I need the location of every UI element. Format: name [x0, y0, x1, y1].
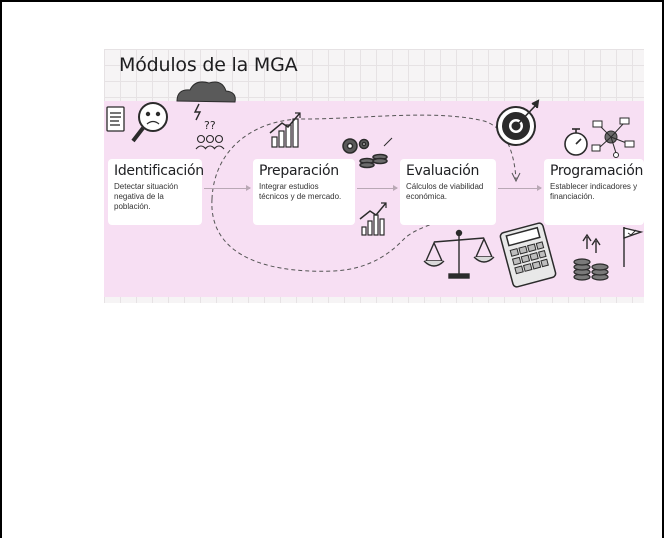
flow-arrow: [357, 185, 398, 191]
calculator-icon: [499, 222, 557, 288]
module-description: Integrar estudios técnicos y de mercado.: [259, 182, 342, 201]
target-icon: [496, 99, 540, 146]
flow-arrow: [204, 185, 251, 191]
gears-coins-icon: [342, 137, 393, 169]
module-card-programacion: Programación Establecer indicadores y fi…: [544, 159, 644, 225]
module-title: Identificación: [114, 163, 204, 179]
module-title: Preparación: [259, 163, 339, 179]
module-card-identificacion: Identificación Detectar situación negati…: [108, 159, 204, 225]
module-card-preparacion: Preparación Integrar estudios técnicos y…: [253, 159, 355, 225]
mga-modules-diagram: Módulos de la MGA: [104, 49, 644, 303]
storm-cloud-icon: [176, 81, 236, 121]
module-title: Programación: [550, 163, 644, 179]
svg-text:??: ??: [204, 119, 216, 132]
module-card-evaluacion: Evaluación Cálculos de viabilidad económ…: [400, 159, 496, 225]
confused-people-icon: ??: [195, 119, 225, 150]
module-description: Establecer indicadores y financiación.: [550, 182, 638, 201]
magnifier-sad-face-icon: [131, 102, 168, 143]
rising-bar-chart-icon: [269, 112, 301, 148]
module-title: Evaluación: [406, 163, 480, 179]
stopwatch-icon: [564, 128, 588, 156]
slide-title: Módulos de la MGA: [119, 54, 298, 76]
growth-chart-icon: [359, 202, 387, 236]
coin-stacks-icon: [573, 233, 609, 281]
document-icon: [106, 106, 125, 132]
diagram-artwork: ??: [106, 81, 644, 288]
balance-scale-icon: [423, 229, 495, 279]
network-icon: [591, 117, 635, 158]
module-description: Detectar situación negativa de la poblac…: [114, 182, 179, 211]
flow-arrow: [498, 185, 542, 191]
module-description: Cálculos de viabilidad económica.: [406, 182, 484, 201]
flag-icon: [623, 227, 644, 267]
